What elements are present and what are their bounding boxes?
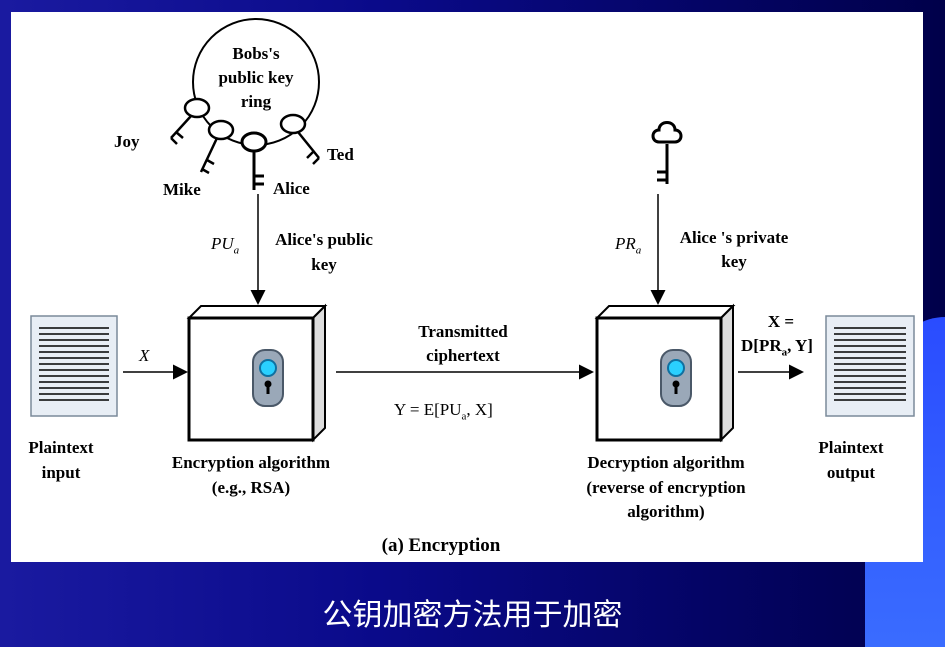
decryption-algorithm-label-line1: Decryption algorithm [587,453,745,472]
plaintext-input-document-icon [30,315,118,417]
key-label-alice: Alice [273,179,310,198]
keyring-label-line3: ring [240,92,272,111]
plaintext-input-label-line1: Plaintext [28,438,94,457]
decryption-algorithm-label-line3: algorithm) [627,502,705,521]
key-label-ted: Ted [327,145,354,164]
private-key-label-line1: Alice 's private [679,228,789,247]
diagram-panel: Bobs's public key ring Joy Mike Alice Te… [11,12,923,562]
output-formula-line2: D[PRa, Y] [741,336,813,359]
input-variable: X [139,346,150,365]
alice-key-icon [240,131,268,190]
output-formula-line1: X = [767,312,795,331]
public-key-symbol: PUa [211,234,240,257]
encryption-algorithm-label-line2: (e.g., RSA) [211,478,291,497]
plaintext-input-label-line2: input [41,463,81,482]
plaintext-output-label-line1: Plaintext [818,438,884,457]
encryption-lock-icon [252,349,284,407]
slide-title: 公钥加密方法用于加密 [322,598,623,633]
plaintext-output-label-line2: output [826,463,876,482]
private-key-symbol: PRa [615,234,642,257]
joy-key-icon [170,97,211,145]
diagram-caption: (a) Encryption [381,535,501,556]
key-label-mike: Mike [163,180,201,199]
plaintext-output-document-icon [825,315,915,417]
encryption-algorithm-label-line1: Encryption algorithm [171,453,331,472]
ted-key-icon [279,113,320,165]
keyring-label-line1: Bobs's [232,44,280,63]
ciphertext-formula: Y = E[PUa, X] [394,400,493,423]
public-key-label-line1: Alice's public [275,230,373,249]
encryption-box [186,303,328,443]
decryption-lock-icon [660,349,692,407]
transmitted-label-line1: Transmitted [418,322,508,341]
key-label-joy: Joy [114,132,140,151]
decryption-algorithm-label-line2: (reverse of encryption [586,478,746,497]
mike-key-icon [199,119,235,175]
public-key-label-line2: key [311,255,337,274]
diagram-graphics [30,18,915,443]
keyring-label-line2: public key [218,68,294,87]
private-key-label-line2: key [721,252,747,271]
transmitted-label-line2: ciphertext [426,346,500,365]
private-key-icon [651,121,683,184]
decryption-box [594,303,736,443]
